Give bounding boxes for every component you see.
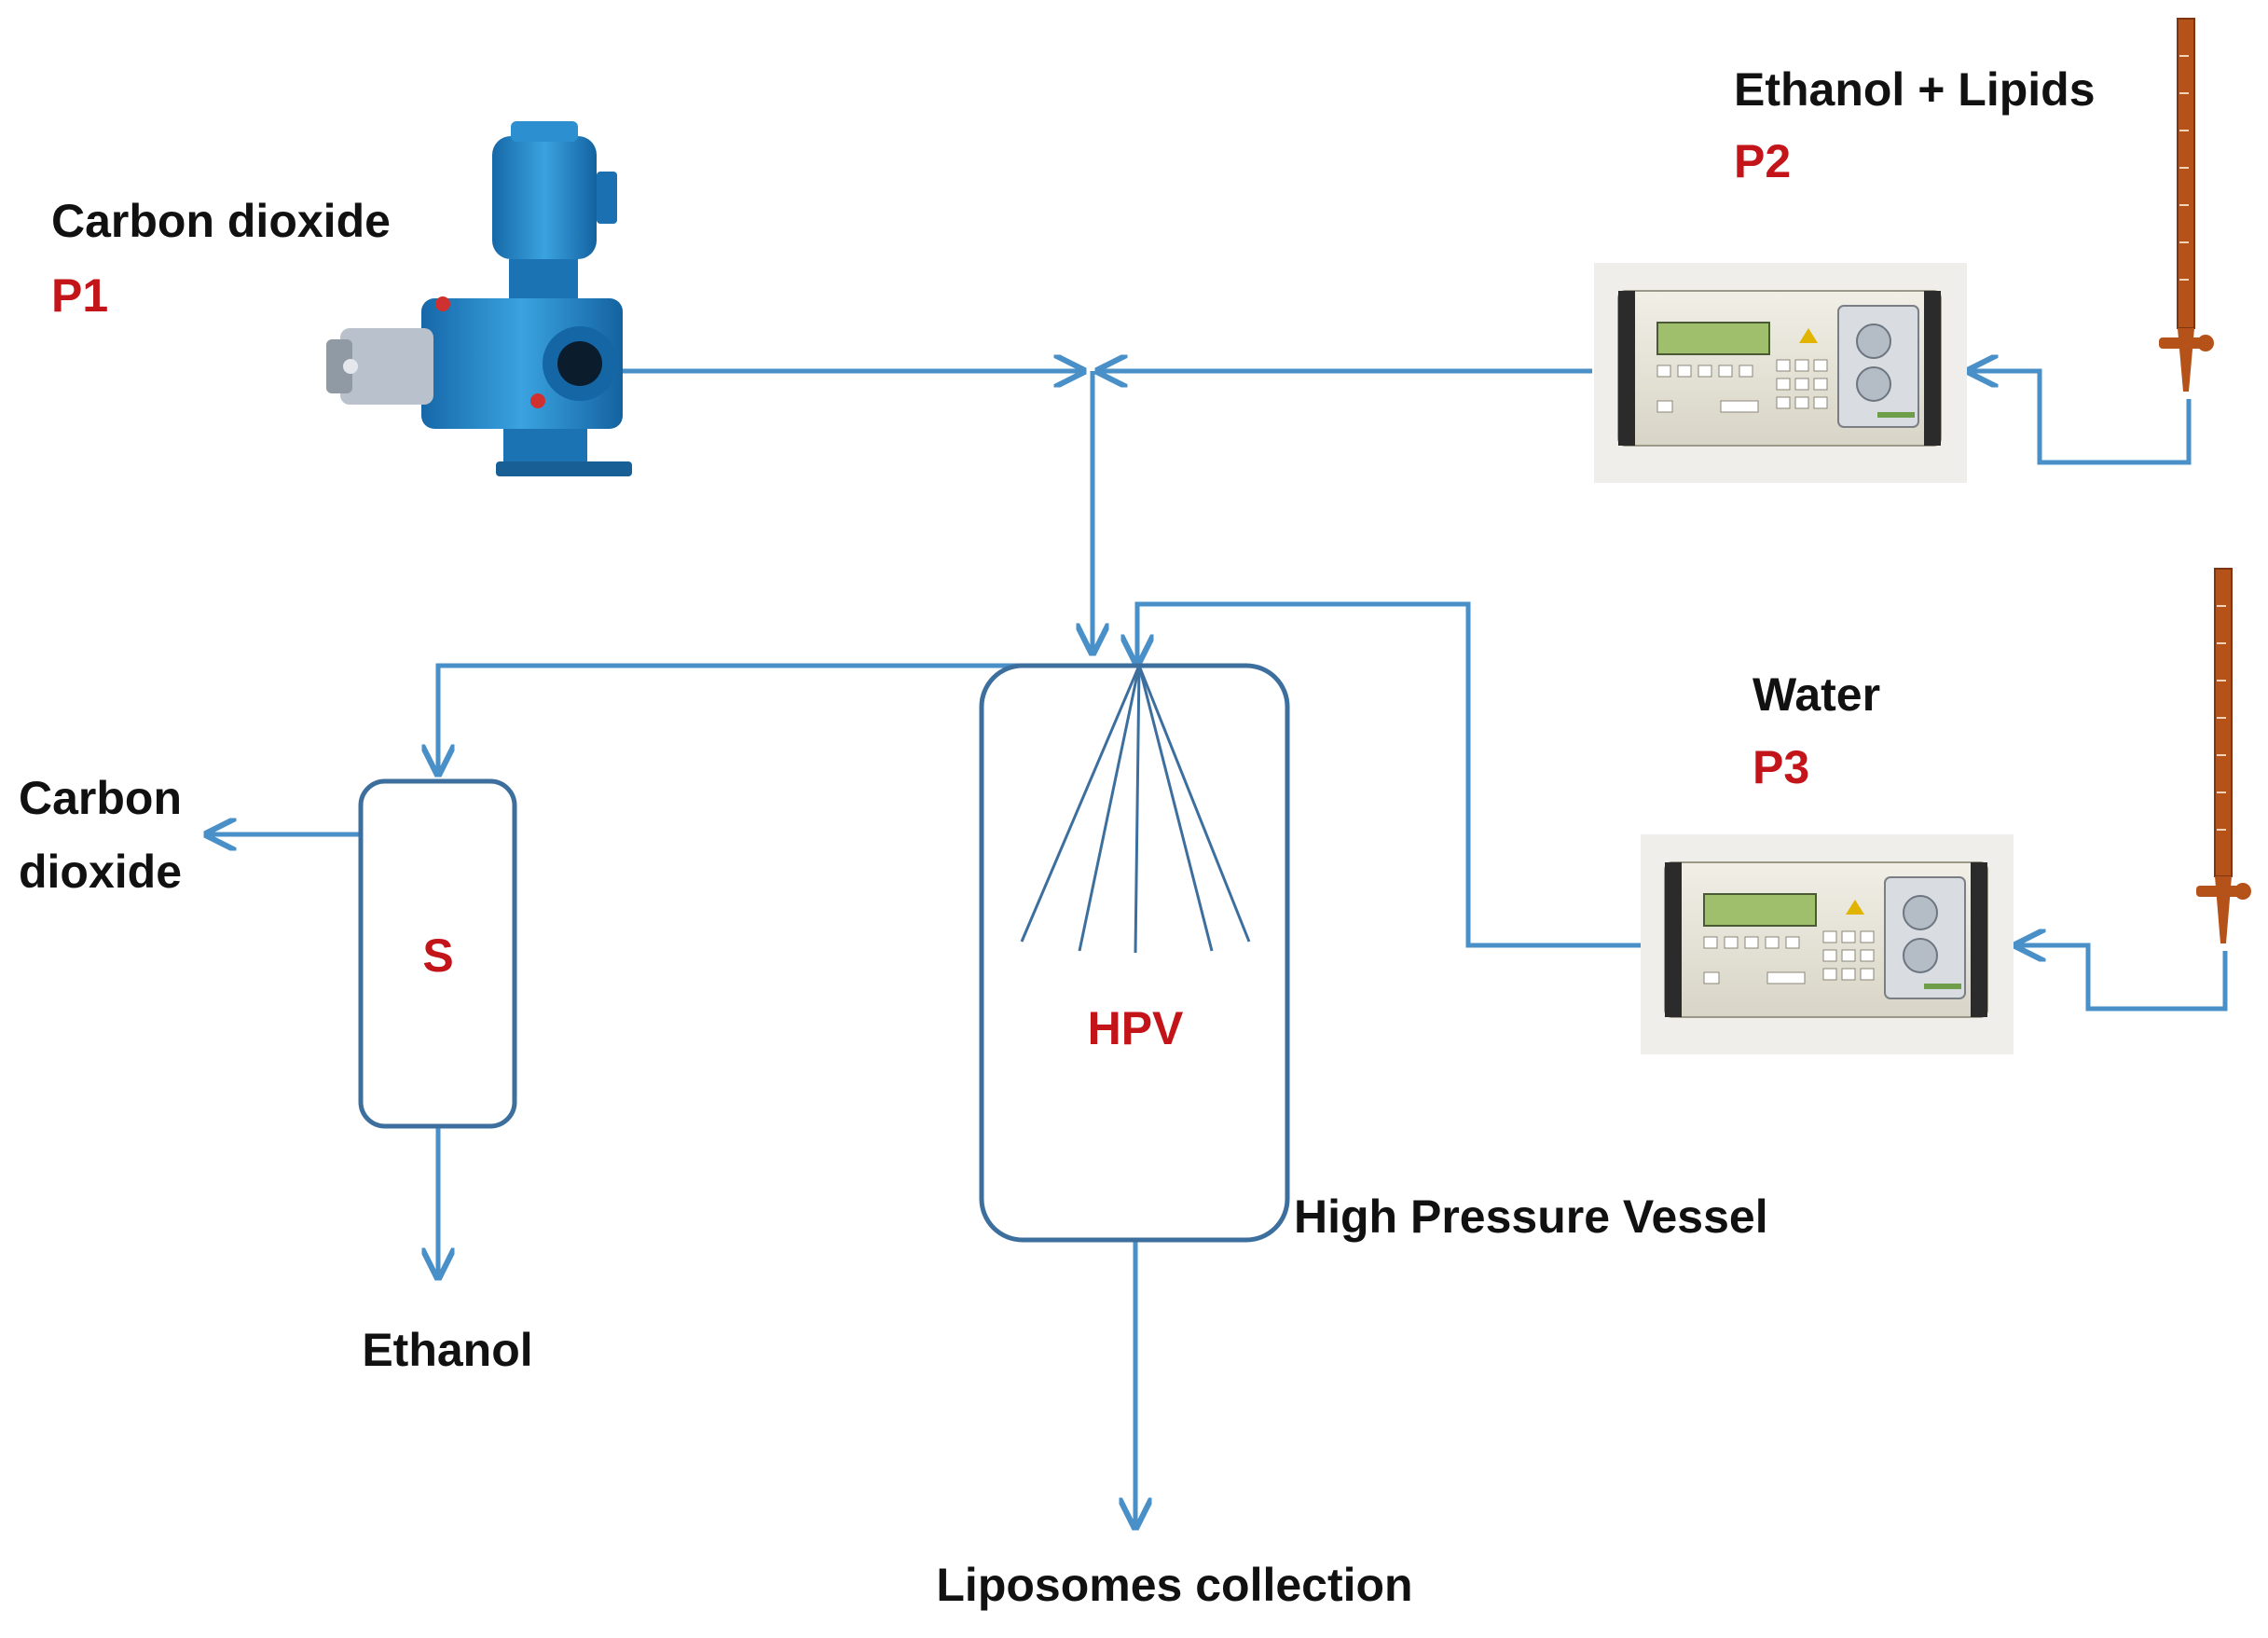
burette1-to-p2-line — [1969, 371, 2192, 465]
p1-tag: P1 — [51, 269, 108, 322]
liposomes-collection-label: Liposomes collection — [936, 1559, 1412, 1611]
p3-to-hpv-line — [1137, 601, 1641, 948]
separator-label: S — [422, 929, 453, 982]
hplc-pump-icon — [1641, 834, 2014, 1054]
hpv-to-separator-line — [438, 663, 1139, 774]
ethanol-outlet-label: Ethanol — [362, 1324, 532, 1376]
ethanol-lipids-label: Ethanol + Lipids — [1734, 63, 2096, 116]
co2-outlet-label-line1: Carbon — [19, 772, 182, 824]
burette2-to-p3-line — [2016, 945, 2228, 1012]
p2-tag: P2 — [1734, 135, 1791, 187]
separator-vessel — [358, 778, 517, 1129]
co2-source-label: Carbon dioxide — [51, 195, 391, 247]
high-pressure-vessel-label: High Pressure Vessel — [1294, 1191, 1768, 1243]
high-pressure-vessel — [979, 663, 1290, 1243]
water-label: Water — [1753, 668, 1880, 721]
diaphragm-pump-icon — [326, 121, 632, 476]
flow-lines — [207, 371, 2228, 1527]
hpv-label: HPV — [1088, 1002, 1184, 1054]
p3-tag: P3 — [1753, 741, 1809, 793]
spray-nozzle-lines — [1020, 665, 1251, 954]
co2-outlet-label-line2: dioxide — [19, 846, 182, 898]
burette-icon — [2196, 568, 2251, 943]
hplc-pump-icon — [1594, 263, 1967, 483]
burette-icon — [2159, 18, 2214, 392]
